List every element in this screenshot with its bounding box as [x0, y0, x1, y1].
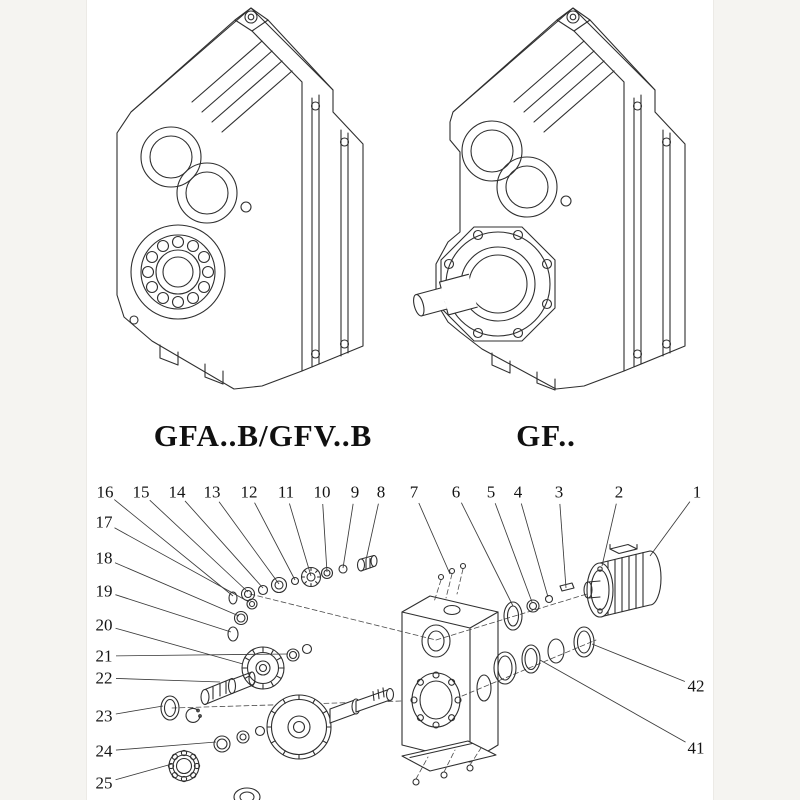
leader-line-5 — [494, 503, 533, 603]
part-number-21: 21 — [96, 647, 113, 666]
part-number-3: 3 — [555, 483, 564, 502]
leader-line-9 — [342, 503, 354, 569]
exploded-parts-diagram — [160, 543, 662, 800]
leader-line-21 — [115, 653, 289, 657]
part-number-11: 11 — [278, 483, 294, 502]
leader-line-11 — [289, 503, 312, 577]
input-shaft-parts — [228, 554, 378, 605]
housing — [401, 595, 499, 772]
leader-line-1 — [649, 501, 691, 557]
model-label-gfab-gfvb: GFA..B/GFV..B — [154, 418, 373, 453]
model-label-gf: GF.. — [516, 418, 576, 453]
part-number-41: 41 — [688, 739, 705, 758]
output-shaft — [413, 273, 478, 317]
page-margin-left — [0, 0, 87, 800]
part-number-13: 13 — [204, 483, 221, 502]
leader-line-23 — [115, 705, 164, 715]
part-number-25: 25 — [96, 774, 113, 793]
part-number-10: 10 — [314, 483, 331, 502]
part-number-12: 12 — [241, 483, 258, 502]
part-number-22: 22 — [96, 669, 113, 688]
leader-line-8 — [365, 503, 379, 561]
leader-line-12 — [254, 502, 296, 581]
part-number-42: 42 — [688, 677, 705, 696]
leader-line-10 — [322, 503, 328, 573]
leader-line-14 — [184, 500, 264, 589]
intermediate-shaft-parts — [160, 598, 313, 723]
leader-line-4 — [520, 503, 549, 598]
output-shaft-parts — [167, 687, 474, 800]
part-number-14: 14 — [169, 483, 187, 502]
page-margin-right — [713, 0, 800, 800]
leader-line-19 — [115, 594, 232, 633]
part-number-5: 5 — [487, 483, 496, 502]
part-number-15: 15 — [133, 483, 150, 502]
leader-line-41 — [539, 659, 686, 743]
leader-line-7 — [418, 502, 451, 575]
gearbox-drawing-gfab-gfvb — [116, 7, 364, 390]
leader-line-25 — [115, 763, 173, 781]
part-number-23: 23 — [96, 707, 113, 726]
part-number-6: 6 — [452, 483, 461, 502]
motor — [583, 543, 662, 618]
part-number-4: 4 — [514, 483, 523, 502]
leader-line-2 — [601, 503, 617, 567]
part-number-19: 19 — [96, 582, 113, 601]
leader-line-3 — [559, 503, 567, 589]
motor-side-parts — [437, 562, 595, 685]
leader-line-13 — [218, 501, 280, 585]
leader-line-24 — [115, 741, 217, 751]
leader-line-42 — [591, 643, 686, 682]
leader-lines — [114, 499, 691, 781]
leader-line-22 — [115, 677, 221, 683]
part-number-2: 2 — [615, 483, 624, 502]
leader-line-20 — [115, 627, 244, 665]
part-number-24: 24 — [96, 742, 114, 761]
gearbox-drawing-gf — [413, 7, 686, 391]
part-number-9: 9 — [351, 483, 360, 502]
leader-line-17 — [114, 527, 250, 603]
part-number-8: 8 — [377, 483, 386, 502]
part-number-16: 16 — [97, 483, 114, 502]
part-number-7: 7 — [410, 483, 419, 502]
part-number-20: 20 — [96, 616, 113, 635]
leader-line-6 — [460, 502, 514, 607]
part-number-18: 18 — [96, 549, 113, 568]
leader-line-16 — [114, 499, 234, 597]
part-number-1: 1 — [693, 483, 702, 502]
leader-line-18 — [114, 562, 240, 617]
part-number-17: 17 — [96, 513, 114, 532]
leader-line-15 — [149, 499, 249, 593]
